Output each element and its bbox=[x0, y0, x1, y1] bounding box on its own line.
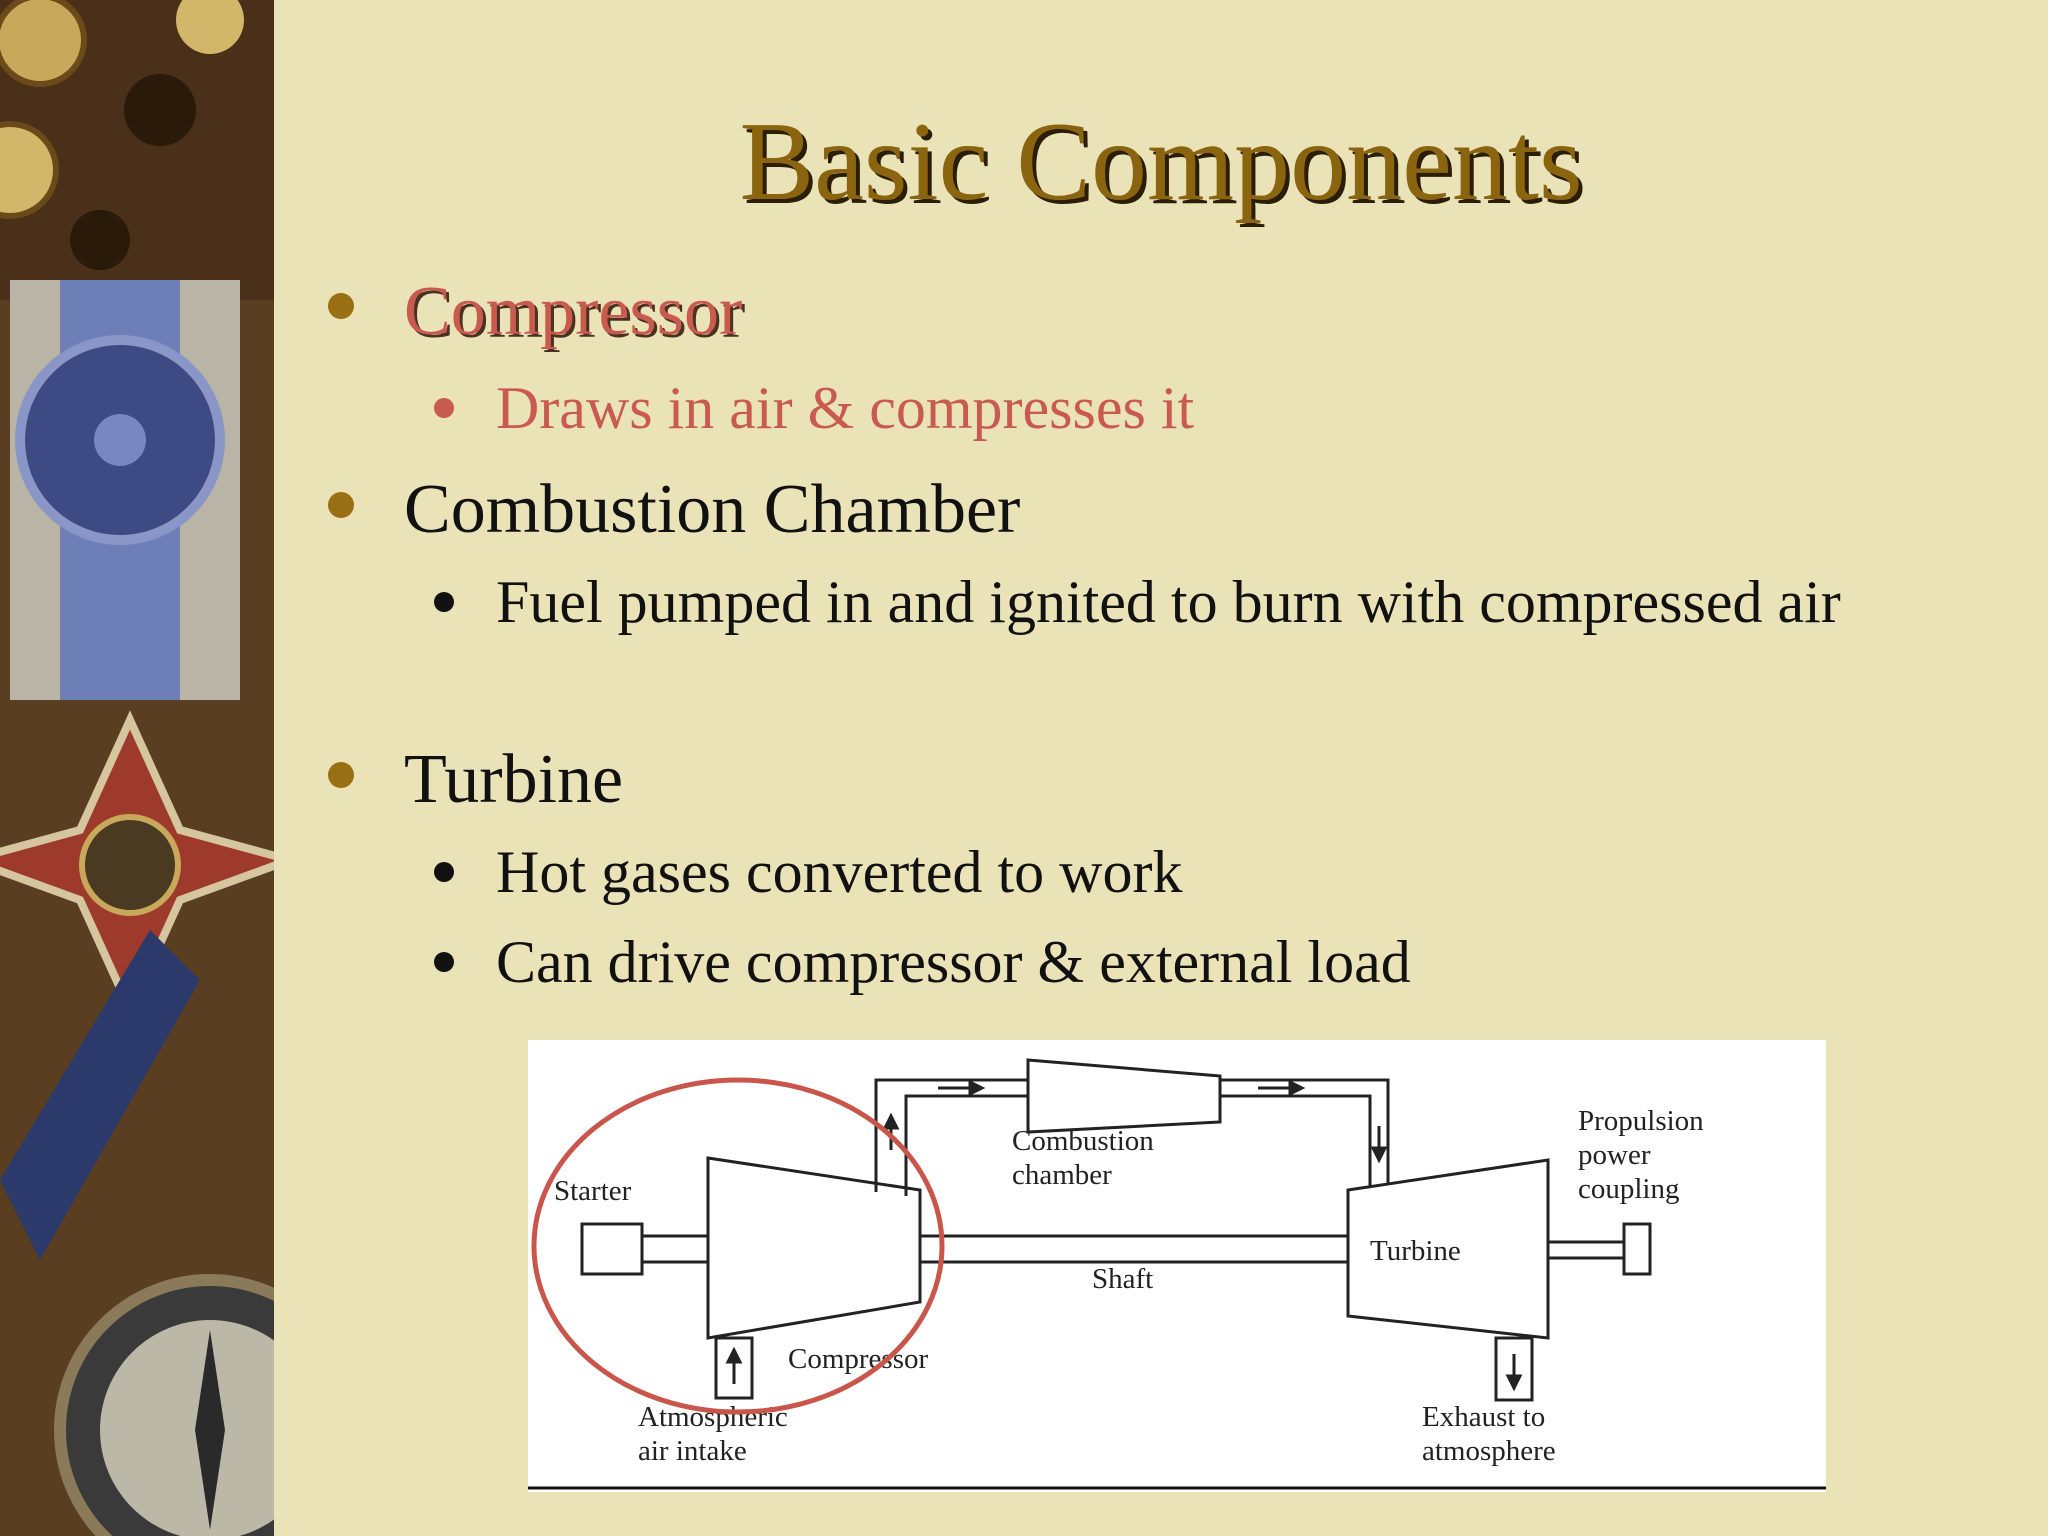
label-exhaust-line1: Exhaust to bbox=[1422, 1401, 1545, 1433]
label-propulsion-line2: power bbox=[1578, 1139, 1651, 1171]
compressor-shape bbox=[706, 1156, 922, 1340]
flow-arrow-head bbox=[1288, 1079, 1306, 1097]
label-propulsion: Propulsion power coupling bbox=[1578, 1105, 1711, 1205]
compressor-highlight-circle bbox=[531, 1077, 945, 1415]
slide-title: Basic Components bbox=[739, 100, 1583, 224]
flow-arrow-head bbox=[1370, 1146, 1388, 1164]
flow-arrow-head bbox=[968, 1079, 986, 1097]
label-intake-line2: air intake bbox=[638, 1435, 747, 1467]
label-starter: Starter bbox=[554, 1175, 632, 1207]
starter-box bbox=[580, 1222, 644, 1276]
sub-bullet-marker bbox=[434, 398, 454, 418]
label-compressor: Compressor bbox=[788, 1343, 929, 1375]
sub-bullet-marker bbox=[434, 592, 454, 612]
label-combustion-line2: chamber bbox=[1012, 1159, 1112, 1191]
turbine-shape bbox=[1346, 1158, 1550, 1340]
label-intake: Atmospheric air intake bbox=[638, 1401, 795, 1467]
label-propulsion-line3: coupling bbox=[1578, 1173, 1680, 1205]
bullet-marker bbox=[328, 293, 354, 319]
combustion-chamber-shape bbox=[1026, 1058, 1222, 1134]
intake-arrow-head bbox=[725, 1346, 743, 1364]
power-coupling bbox=[1622, 1222, 1652, 1276]
intake-duct bbox=[714, 1336, 754, 1400]
flow-arrow-head bbox=[882, 1112, 900, 1130]
decorative-sidebar-image bbox=[0, 0, 274, 1536]
label-combustion-line1: Combustion bbox=[1012, 1125, 1154, 1157]
sub-bullet-combustion: Fuel pumped in and ignited to burn with … bbox=[496, 569, 1841, 635]
sub-bullet-turbine-load: Can drive compressor & external load bbox=[496, 929, 1411, 995]
bullet-compressor: Compressor bbox=[404, 273, 743, 350]
label-turbine: Turbine bbox=[1370, 1235, 1461, 1267]
sub-bullet-turbine-work: Hot gases converted to work bbox=[496, 839, 1183, 905]
label-combustion: Combustion chamber bbox=[1012, 1125, 1161, 1191]
sub-bullet-marker bbox=[434, 952, 454, 972]
label-exhaust: Exhaust to atmosphere bbox=[1422, 1401, 1556, 1467]
duct-compressor-out-inner bbox=[904, 1094, 1028, 1196]
duct-turbine-in-inner bbox=[1220, 1094, 1372, 1190]
bullet-marker bbox=[328, 492, 354, 518]
duct-compressor-out bbox=[874, 1078, 1028, 1192]
label-propulsion-line1: Propulsion bbox=[1578, 1105, 1704, 1137]
duct-turbine-in bbox=[1220, 1078, 1390, 1188]
exhaust-arrow-head bbox=[1505, 1374, 1523, 1392]
sub-bullet-compressor: Draws in air & compresses it bbox=[496, 375, 1195, 441]
bullet-marker bbox=[328, 762, 354, 788]
bullet-combustion-chamber: Combustion Chamber bbox=[404, 471, 1021, 548]
gas-turbine-diagram: Starter Combustion chamber Shaft Turbine… bbox=[528, 1040, 1826, 1492]
label-intake-line1: Atmospheric bbox=[638, 1401, 788, 1433]
bullet-turbine: Turbine bbox=[404, 741, 624, 818]
exhaust-duct bbox=[1494, 1336, 1534, 1402]
label-exhaust-line2: atmosphere bbox=[1422, 1435, 1556, 1467]
sub-bullet-marker bbox=[434, 862, 454, 882]
label-shaft: Shaft bbox=[1092, 1263, 1153, 1295]
